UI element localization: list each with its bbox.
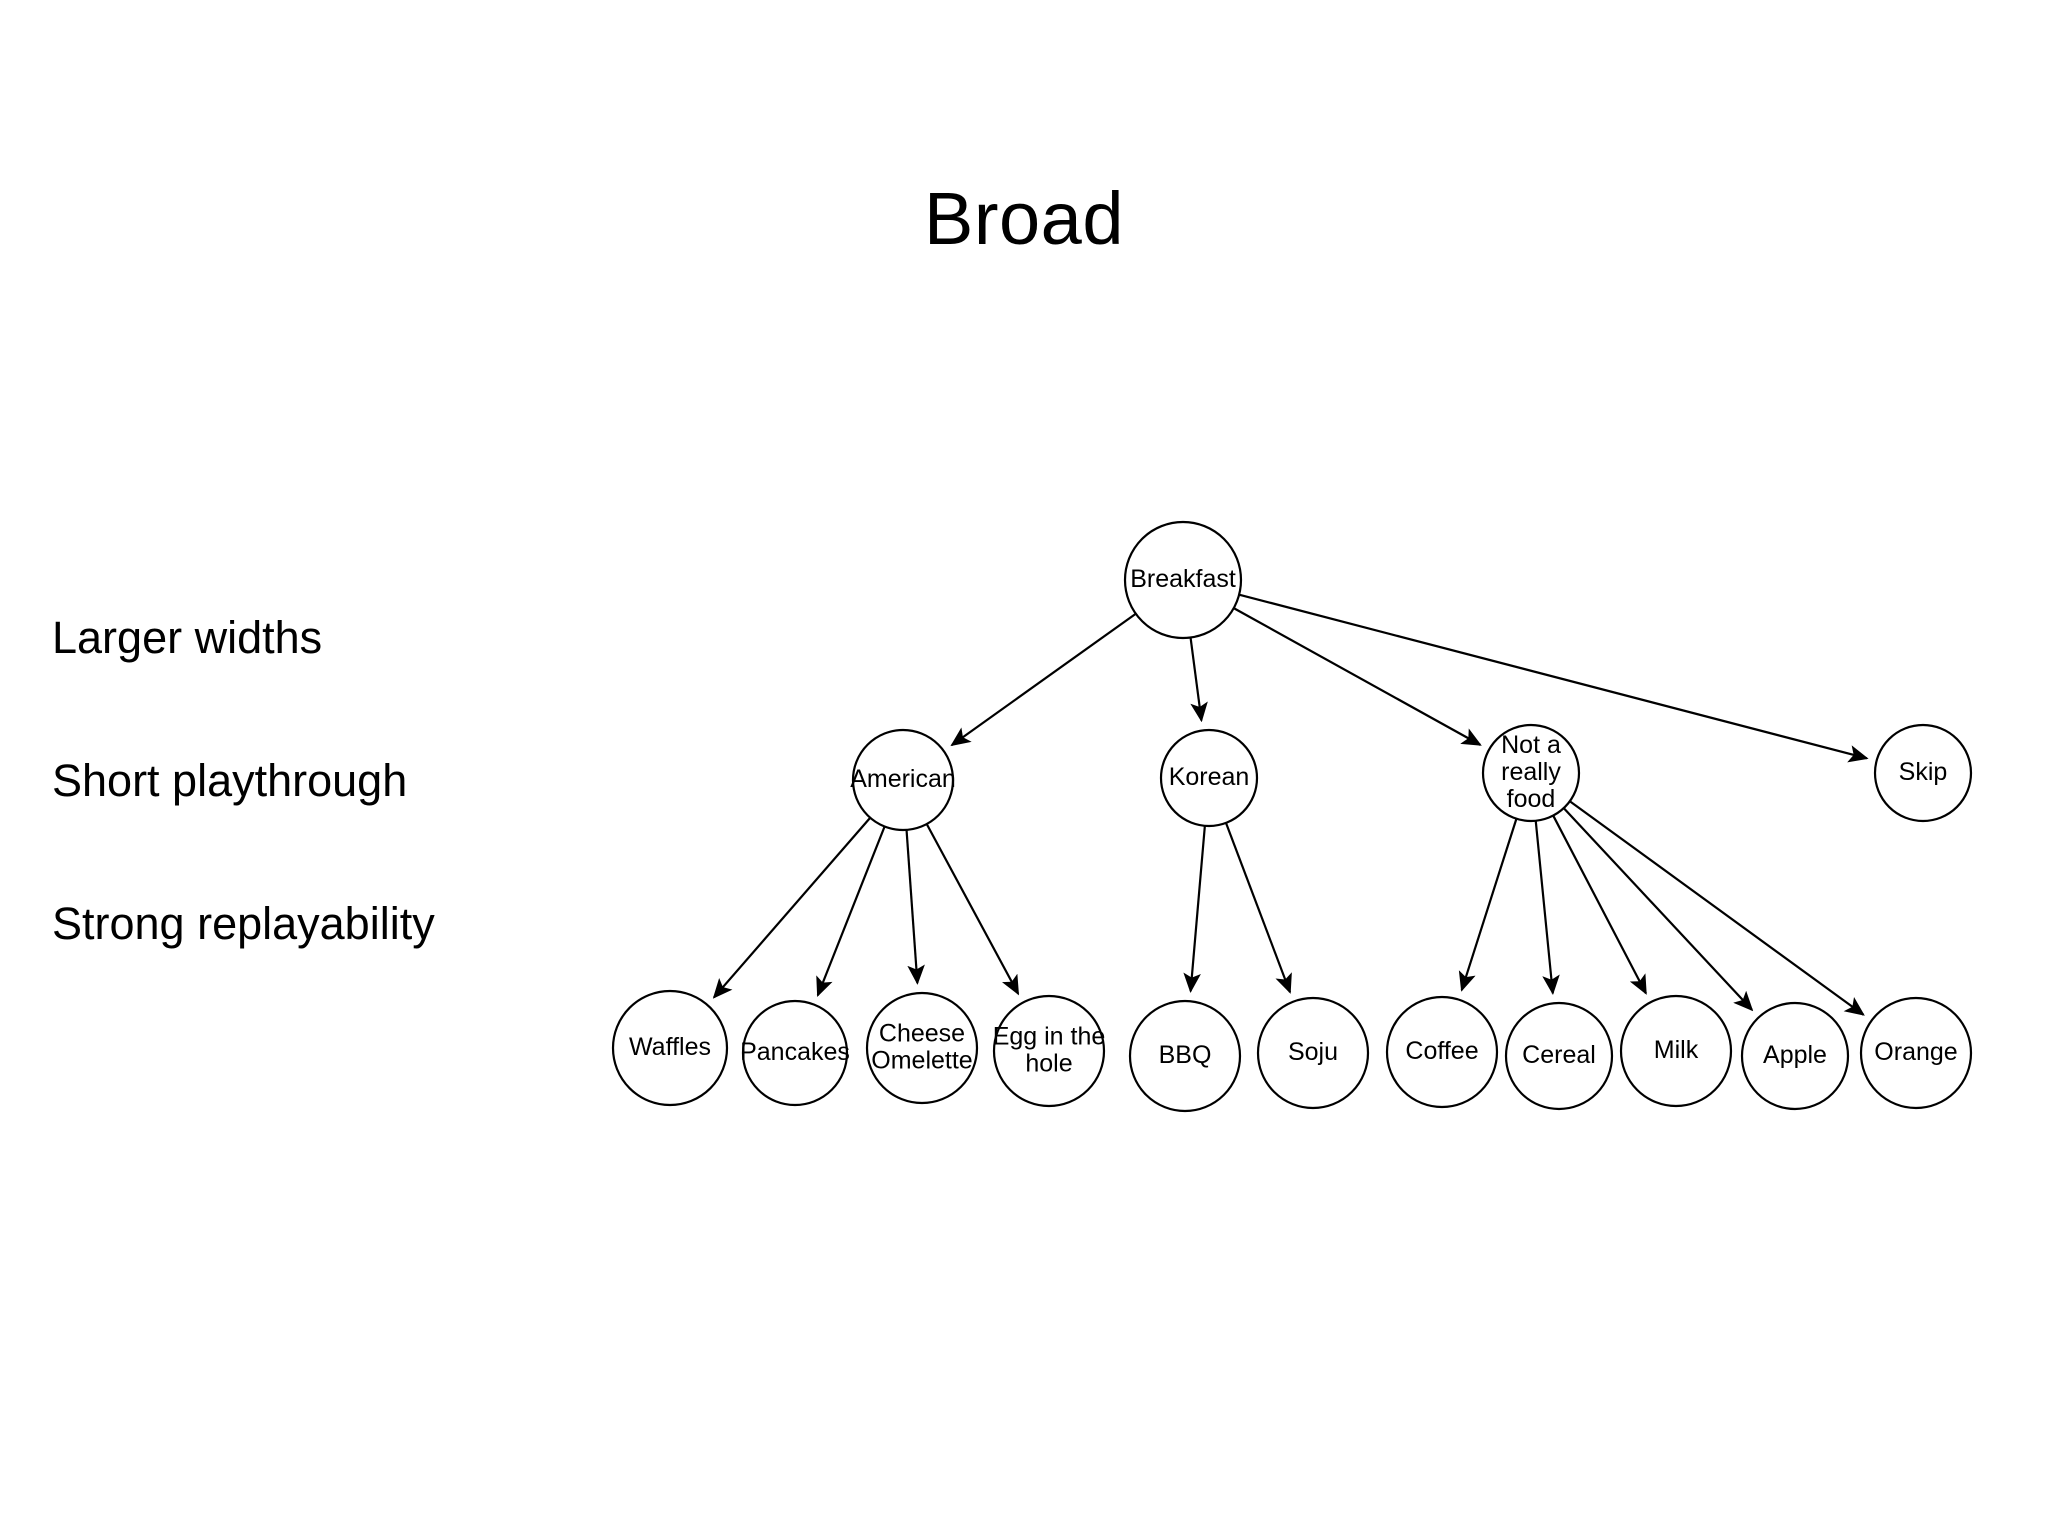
- edge-notreallyfood-to-apple: [1562, 807, 1754, 1012]
- node-circle-milk: [1619, 994, 1733, 1108]
- node-circle-notreallyfood: [1481, 723, 1581, 823]
- edge-layer: [712, 593, 1869, 1016]
- tree-node-apple[interactable]: Apple: [1740, 1001, 1850, 1111]
- node-circle-breakfast: [1123, 520, 1243, 640]
- edge-american-to-cheeseomelette: [905, 829, 925, 985]
- node-label-breakfast: Breakfast: [1130, 565, 1236, 593]
- node-circle-pancakes: [741, 999, 849, 1107]
- node-circle-eggintheHole: [992, 994, 1106, 1108]
- edge-breakfast-to-notreallyfood: [1233, 607, 1482, 746]
- node-circle-american: [851, 728, 955, 832]
- edge-notreallyfood-to-coffee: [1458, 818, 1518, 992]
- node-label-waffles: Waffles: [629, 1033, 711, 1061]
- bullet-list: Larger widths Short playthrough Strong r…: [52, 615, 672, 1044]
- tree-node-pancakes[interactable]: Pancakes: [740, 999, 850, 1107]
- bullet-item-1: Larger widths: [52, 612, 323, 663]
- node-circle-soju: [1256, 996, 1370, 1110]
- node-label-skip: Skip: [1899, 758, 1948, 786]
- node-circle-coffee: [1385, 995, 1499, 1109]
- edge-korean-to-soju: [1224, 822, 1292, 994]
- node-label-american: American: [850, 765, 956, 793]
- node-label-pancakes: Pancakes: [740, 1038, 850, 1066]
- node-label-cereal: Cereal: [1522, 1041, 1596, 1069]
- bullet-item-2: Short playthrough: [52, 755, 408, 806]
- edge-american-to-waffles: [712, 817, 872, 999]
- tree-node-bbq[interactable]: BBQ: [1128, 999, 1242, 1113]
- node-label-korean: Korean: [1169, 763, 1250, 791]
- node-label-orange: Orange: [1874, 1038, 1957, 1066]
- edge-notreallyfood-to-cereal: [1534, 820, 1560, 996]
- node-circle-korean: [1159, 728, 1259, 828]
- node-label-bbq: BBQ: [1159, 1041, 1212, 1069]
- node-circle-bbq: [1128, 999, 1242, 1113]
- tree-node-cereal[interactable]: Cereal: [1504, 1001, 1614, 1111]
- node-label-milk: Milk: [1654, 1036, 1699, 1064]
- node-label-soju: Soju: [1288, 1038, 1338, 1066]
- edge-breakfast-to-american: [950, 612, 1137, 747]
- tree-node-coffee[interactable]: Coffee: [1385, 995, 1499, 1109]
- edge-korean-to-bbq: [1183, 825, 1206, 993]
- tree-node-breakfast[interactable]: Breakfast: [1123, 520, 1243, 640]
- edge-american-to-pancakes: [816, 826, 886, 997]
- bullet-item-3: Strong replayability: [52, 898, 435, 949]
- tree-node-orange[interactable]: Orange: [1859, 996, 1973, 1110]
- tree-node-milk[interactable]: Milk: [1619, 994, 1733, 1108]
- edge-notreallyfood-to-orange: [1569, 800, 1865, 1016]
- node-circle-cheeseomelette: [865, 991, 979, 1105]
- tree-node-american[interactable]: American: [850, 728, 956, 832]
- node-label-apple: Apple: [1763, 1041, 1827, 1069]
- edge-notreallyfood-to-milk: [1552, 815, 1647, 995]
- node-circle-cereal: [1504, 1001, 1614, 1111]
- node-circle-apple: [1740, 1001, 1850, 1111]
- edge-breakfast-to-korean: [1189, 637, 1208, 723]
- node-circle-skip: [1873, 723, 1973, 823]
- node-circle-orange: [1859, 996, 1973, 1110]
- edge-breakfast-to-skip: [1238, 593, 1869, 763]
- tree-node-korean[interactable]: Korean: [1159, 728, 1259, 828]
- tree-node-skip[interactable]: Skip: [1873, 723, 1973, 823]
- node-label-coffee: Coffee: [1405, 1037, 1478, 1065]
- tree-node-waffles[interactable]: Waffles: [611, 989, 729, 1107]
- node-circle-waffles: [611, 989, 729, 1107]
- page-title: Broad: [924, 177, 1124, 260]
- edge-american-to-eggintheHole: [925, 823, 1020, 996]
- tree-node-soju[interactable]: Soju: [1256, 996, 1370, 1110]
